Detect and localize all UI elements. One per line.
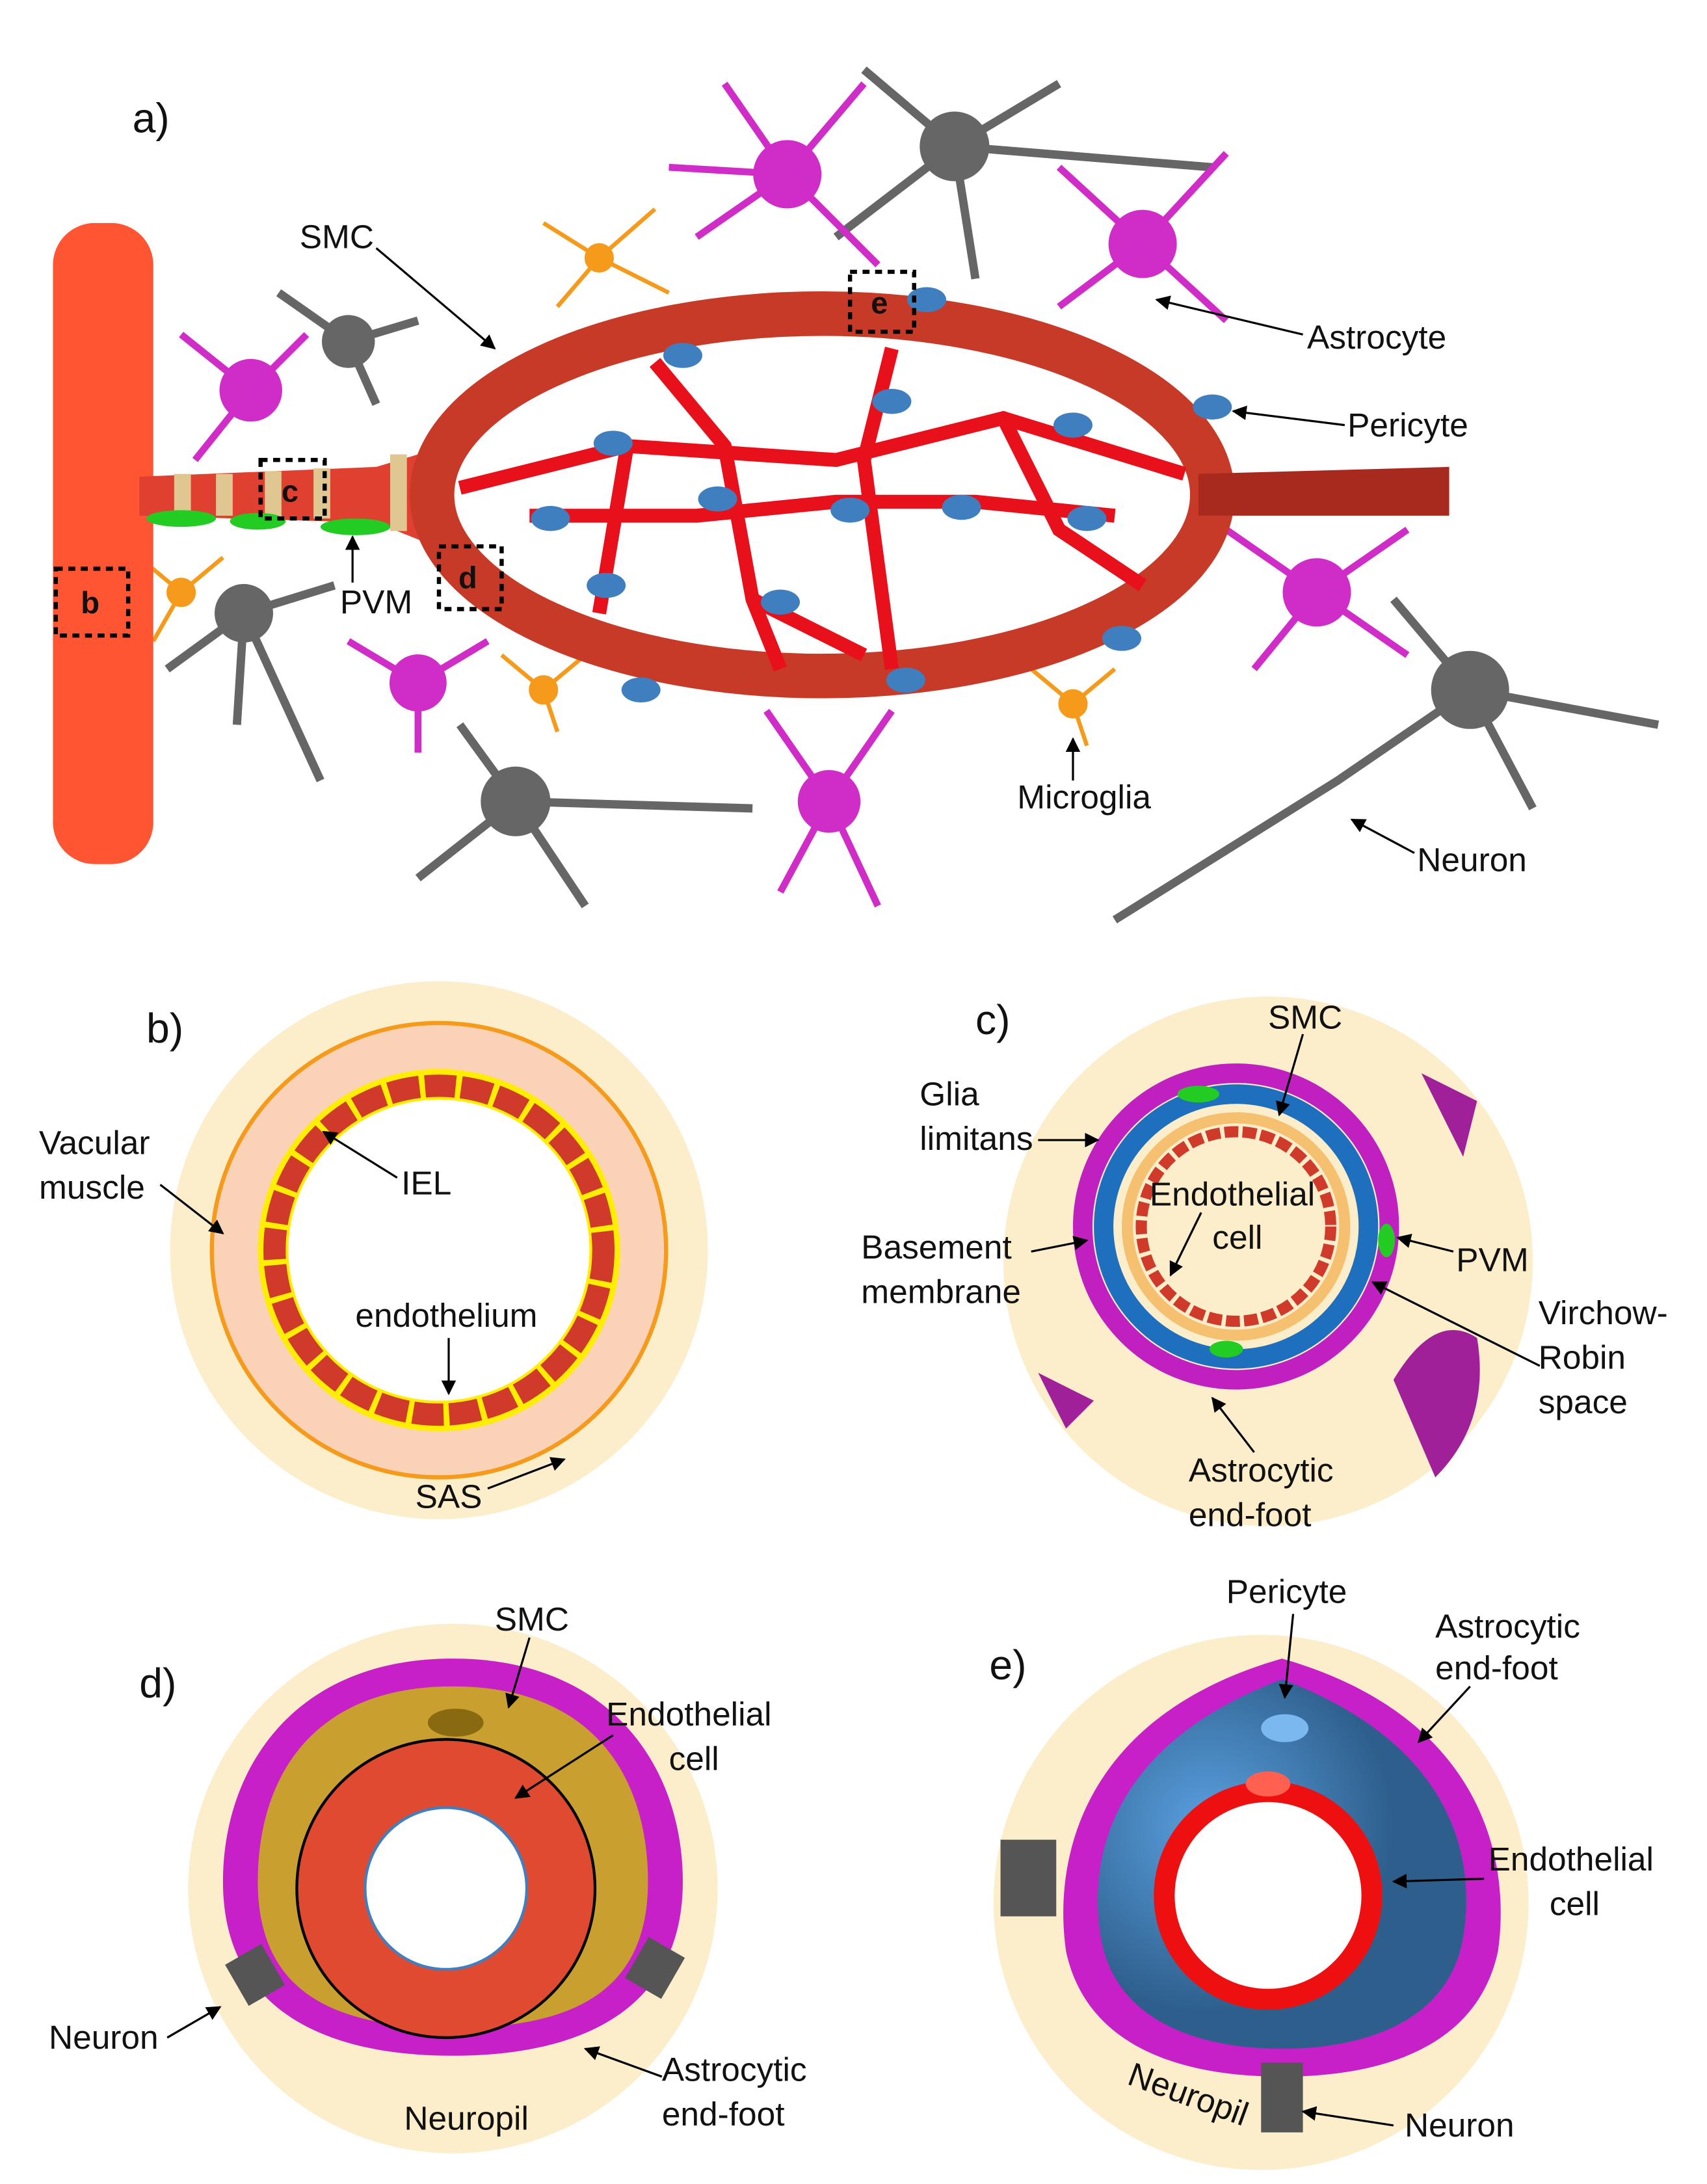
astrocytic-end-foot-label-1: Astrocytic <box>1435 1607 1580 1645</box>
iel-label: IEL <box>401 1164 451 1202</box>
box-b-label: b <box>81 585 99 620</box>
smc-label: SMC <box>1268 998 1342 1036</box>
astrocytic-end-foot-label-2: end-foot <box>1189 1496 1312 1534</box>
smc-ring <box>1121 1112 1351 1341</box>
astrocytic-end-foot-label-2: end-foot <box>1435 1649 1558 1686</box>
neuron-label: Neuron <box>49 2018 159 2056</box>
panel-c-label: c) <box>975 996 1011 1043</box>
pvm-label: PVM <box>1456 1240 1528 1278</box>
pericyte-label: Pericyte <box>1226 1572 1347 1610</box>
vascular-muscle-label-1: Vacular <box>39 1123 150 1161</box>
pericyte-label: Pericyte <box>1347 406 1468 444</box>
box-d-label: d <box>458 560 477 594</box>
box-c-label: c <box>282 474 298 509</box>
smc-stripes <box>174 454 407 531</box>
neuron-label: Neuron <box>1405 2106 1515 2144</box>
panel-b: b) Vacular muscle IEL endothelium SAS <box>39 981 708 1519</box>
pvm-cells <box>146 510 390 535</box>
arteriole-branch <box>139 446 446 551</box>
endothelium-label: endothelium <box>355 1296 537 1334</box>
panel-d: d) SMC Endothelial cell Neuron Neuropil … <box>49 1600 807 2153</box>
neuropil-label: Neuropil <box>404 2099 528 2137</box>
panel-e-label: e) <box>989 1642 1026 1688</box>
virchow-robin-label-3: space <box>1539 1383 1628 1420</box>
glia-limitans-label-1: Glia <box>920 1074 979 1112</box>
basement-membrane <box>1094 1084 1379 1369</box>
panel-d-label: d) <box>139 1660 176 1707</box>
panel-e: e) Pericyte Astrocytic end-foot Endothel… <box>989 1572 1654 2170</box>
astrocytic-end-foot-label-1: Astrocytic <box>1189 1451 1334 1489</box>
sas-label: SAS <box>416 1478 483 1515</box>
panel-a-label: a) <box>133 95 170 142</box>
neuron-label: Neuron <box>1417 840 1527 878</box>
astrocytic-end-foot-label-2: end-foot <box>662 2095 785 2133</box>
endothelial-cell-label-2: cell <box>669 1740 719 1778</box>
smc-label: SMC <box>300 218 374 256</box>
artery-vessel <box>53 222 153 864</box>
endothelium-layer <box>263 1074 615 1426</box>
smc-label: SMC <box>495 1600 569 1638</box>
pericytes <box>531 287 1232 703</box>
virchow-robin-label-1: Virchow- <box>1539 1294 1668 1331</box>
endothelial-cell-label-1: Endothelial <box>1489 1840 1654 1878</box>
endothelial-cell-label-2: cell <box>1212 1218 1262 1256</box>
astrocytic-end-foot-label-1: Astrocytic <box>662 2050 807 2088</box>
virchow-robin-label-2: Robin <box>1539 1338 1626 1376</box>
panel-a: a) b c d e SMC Astrocyte Pericyte PVM Mi… <box>53 66 1660 924</box>
vascular-muscle-label-2: muscle <box>39 1168 145 1206</box>
endothelial-cell-label-1: Endothelial <box>1150 1175 1315 1213</box>
panel-b-label: b) <box>146 1005 183 1052</box>
basement-membrane-label-1: Basement <box>861 1228 1011 1266</box>
microglia-label: Microglia <box>1017 778 1151 816</box>
venule-outlet <box>1198 466 1449 516</box>
panel-c: c) SMC Glia limitans Endothelial cell Ba… <box>861 996 1667 1533</box>
glia-limitans-label-2: limitans <box>920 1119 1033 1157</box>
endothelial-cell-label-1: Endothelial <box>606 1695 771 1733</box>
pvm-label: PVM <box>340 583 412 620</box>
neuron-cells <box>165 66 1660 924</box>
endothelial-ring <box>1135 1126 1336 1327</box>
vessel-loop <box>409 291 1235 699</box>
astrocyte-label: Astrocyte <box>1307 318 1446 356</box>
zoom-boxes <box>53 269 916 638</box>
endothelial-cell-label-2: cell <box>1550 1884 1600 1922</box>
microglia-cells <box>138 207 1117 747</box>
basement-membrane-label-2: membrane <box>861 1273 1021 1311</box>
astrocyte-cells <box>179 81 1410 908</box>
box-e-label: e <box>871 286 888 320</box>
panel-a-arrows <box>345 247 1415 854</box>
